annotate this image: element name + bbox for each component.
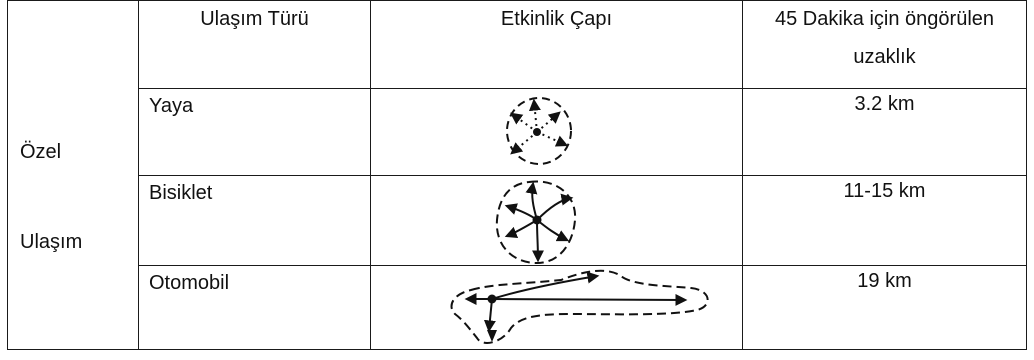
car-radius-icon — [450, 269, 709, 344]
bicycle-radius-icon — [495, 180, 577, 265]
type-cell: Bisiklet — [138, 175, 371, 266]
type-cell: Yaya — [138, 88, 371, 176]
category-label-line2: Ulaşım — [20, 231, 83, 253]
category-label-line1: Özel — [20, 141, 62, 163]
table-header-row: Özel Ulaşım Ulaşım Türü Etkinlik Çapı 45… — [7, 0, 1027, 350]
header-distance-line2: uzaklık — [853, 46, 916, 68]
header-cell-distance: 45 Dakika için öngörülen uzaklık — [742, 0, 1027, 89]
radius-cell — [370, 175, 743, 266]
radius-cell — [370, 88, 743, 176]
distance-car: 19 km — [857, 270, 912, 292]
header-distance: 45 Dakika için öngörülen uzaklık — [743, 1, 1026, 68]
radius-cell — [370, 265, 743, 350]
type-cell: Otomobil — [138, 265, 371, 350]
header-distance-line1: 45 Dakika için öngörülen — [774, 8, 995, 30]
type-label-car: Otomobil — [149, 272, 230, 294]
header-type: Ulaşım Türü — [200, 8, 309, 30]
header-radius: Etkinlik Çapı — [500, 8, 613, 30]
header-cell-type: Ulaşım Türü — [138, 0, 371, 89]
distance-walking: 3.2 km — [854, 93, 915, 115]
table-row: Yaya — [8, 88, 1027, 176]
table-row: Otomobil — [8, 265, 1027, 350]
table-row: Bisiklet — [8, 175, 1027, 266]
distance-bicycle: 11-15 km — [843, 180, 926, 202]
distance-cell: 11-15 km — [742, 175, 1027, 266]
type-label-bicycle: Bisiklet — [149, 182, 213, 204]
distance-cell: 3.2 km — [742, 88, 1027, 176]
walking-radius-icon — [506, 97, 572, 165]
transport-table: Özel Ulaşım Ulaşım Türü Etkinlik Çapı 45… — [7, 0, 1027, 350]
distance-cell: 19 km — [742, 265, 1027, 350]
category-cell: Özel Ulaşım — [7, 0, 139, 350]
header-cell-radius: Etkinlik Çapı — [370, 0, 743, 89]
type-label-walking: Yaya — [149, 95, 194, 117]
